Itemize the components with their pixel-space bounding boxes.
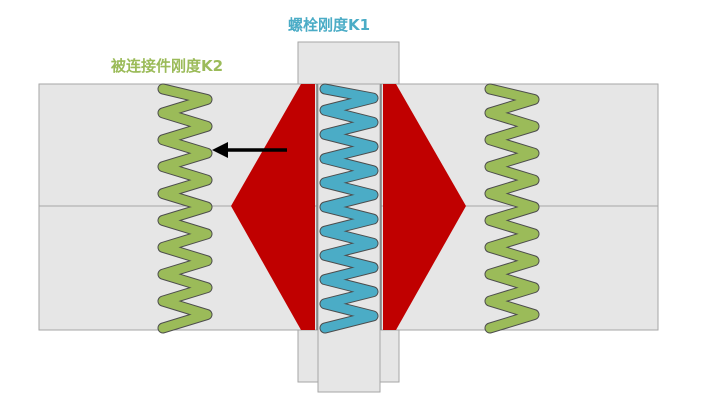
coil-spring-icon [485,84,539,333]
right-pressure-cone [383,84,466,330]
coil-spring-icon [320,84,378,333]
bolt-head [297,41,400,85]
bolt-stiffness-label: 螺栓刚度K1 [288,16,371,34]
left-pressure-cone [231,84,315,330]
bolt-spring [319,83,379,334]
member-spring-left [157,83,213,334]
arrow-left-icon [212,142,287,158]
member-spring-right [484,83,540,334]
coil-spring-icon [158,84,212,333]
member-stiffness-label: 被连接件刚度K2 [111,57,224,75]
